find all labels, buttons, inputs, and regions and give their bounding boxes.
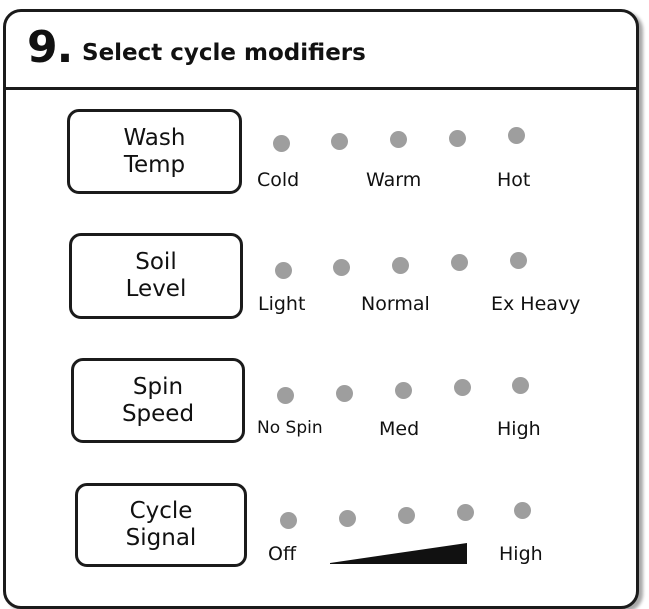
- indicator-light-icon: [275, 262, 292, 279]
- soil-level-button[interactable]: Soil Level: [69, 233, 243, 319]
- indicator-light-icon: [333, 259, 350, 276]
- spin-speed-line2: Speed: [121, 400, 195, 427]
- soil-level-label-normal: Normal: [361, 293, 430, 315]
- indicator-light-icon: [395, 382, 412, 399]
- indicator-light-icon: [454, 379, 471, 396]
- indicator-light-icon: [392, 257, 409, 274]
- spin-speed-label-med: Med: [379, 418, 420, 440]
- soil-level-line2: Level: [125, 276, 187, 302]
- step-number: 9.: [27, 22, 73, 73]
- cycle-signal-line2: Signal: [125, 525, 197, 551]
- indicator-light-icon: [508, 127, 525, 144]
- section-header: 9. Select cycle modifiers: [6, 12, 636, 90]
- indicator-light-icon: [514, 502, 531, 519]
- volume-wedge-icon: [330, 543, 467, 564]
- indicator-light-icon: [457, 504, 474, 521]
- wash-temp-label-hot: Hot: [497, 169, 531, 191]
- indicator-light-icon: [331, 133, 348, 150]
- wash-temp-label-warm: Warm: [366, 169, 422, 191]
- spin-speed-label-no-spin: No Spin: [257, 418, 323, 438]
- cycle-signal-label-high: High: [499, 543, 543, 565]
- cycle-signal-line1: Cycle: [129, 498, 193, 524]
- spin-speed-button[interactable]: Spin Speed: [71, 358, 245, 443]
- wash-temp-line1: Wash: [123, 124, 186, 151]
- cycle-signal-label-off: Off: [268, 543, 297, 565]
- soil-level-label-ex-heavy: Ex Heavy: [491, 293, 581, 315]
- wash-temp-label-cold: Cold: [257, 169, 300, 191]
- soil-level-line1: Soil: [135, 249, 177, 275]
- soil-level-label-light: Light: [258, 293, 306, 315]
- indicator-light-icon: [512, 377, 529, 394]
- indicator-light-icon: [277, 387, 294, 404]
- indicator-light-icon: [336, 385, 353, 402]
- indicator-light-icon: [390, 131, 407, 148]
- wash-temp-button[interactable]: Wash Temp: [67, 109, 242, 194]
- indicator-light-icon: [451, 254, 468, 271]
- indicator-light-icon: [449, 130, 466, 147]
- spin-speed-label-high: High: [497, 418, 541, 440]
- cycle-signal-button[interactable]: Cycle Signal: [75, 483, 247, 567]
- indicator-light-icon: [398, 507, 415, 524]
- indicator-light-icon: [280, 512, 297, 529]
- section-title: Select cycle modifiers: [82, 40, 366, 66]
- indicator-light-icon: [273, 135, 290, 152]
- indicator-light-icon: [339, 510, 356, 527]
- indicator-light-icon: [510, 252, 527, 269]
- wash-temp-line2: Temp: [123, 151, 186, 178]
- spin-speed-line1: Spin: [132, 373, 184, 400]
